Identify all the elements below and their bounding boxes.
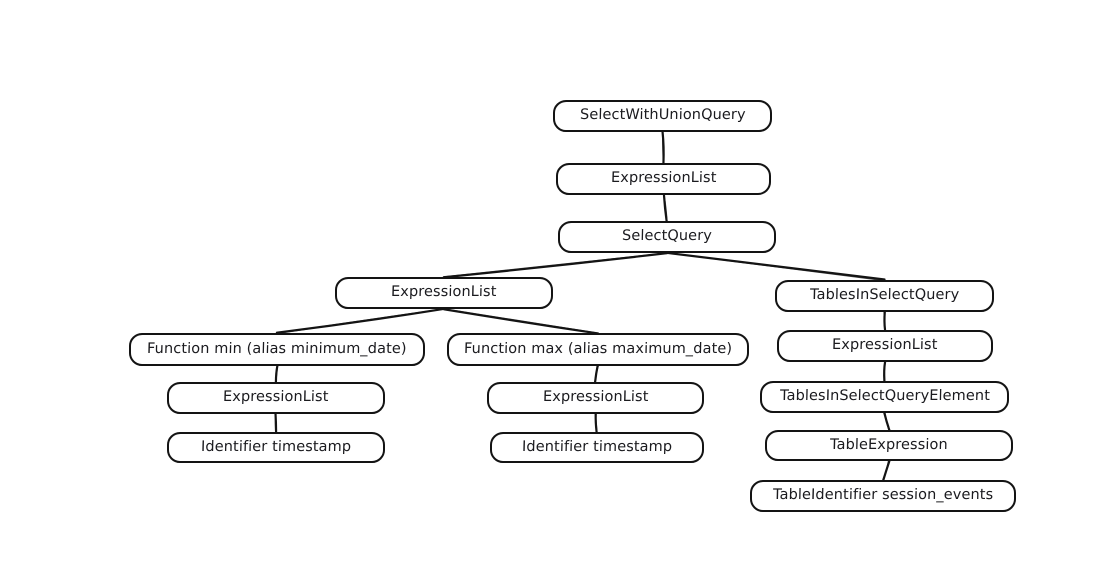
- ast-edge: [662, 194, 668, 223]
- ast-node[interactable]: Function max (alias maximum_date): [447, 333, 749, 366]
- ast-node[interactable]: Identifier timestamp: [490, 432, 704, 463]
- ast-edge: [274, 364, 279, 384]
- ast-node[interactable]: Identifier timestamp: [167, 432, 385, 463]
- ast-node[interactable]: TableIdentifier session_events: [750, 480, 1016, 512]
- ast-node-label: Identifier timestamp: [521, 438, 673, 455]
- ast-node[interactable]: ExpressionList: [335, 277, 553, 309]
- ast-node-label: Function min (alias minimum_date): [146, 340, 408, 357]
- ast-node[interactable]: ExpressionList: [777, 330, 993, 362]
- ast-node-label: ExpressionList: [832, 337, 938, 354]
- ast-node-label: TablesInSelectQuery: [809, 287, 960, 304]
- ast-node-label: Identifier timestamp: [200, 438, 352, 455]
- ast-node[interactable]: SelectQuery: [558, 221, 776, 253]
- ast-node-label: ExpressionList: [391, 284, 497, 301]
- ast-node-label: ExpressionList: [223, 389, 329, 406]
- ast-edge: [594, 412, 598, 433]
- ast-edge: [883, 411, 891, 432]
- ast-edge: [882, 459, 891, 481]
- ast-node[interactable]: TablesInSelectQueryElement: [760, 381, 1009, 413]
- ast-node-label: TableIdentifier session_events: [772, 487, 994, 504]
- ast-edge: [661, 130, 665, 165]
- ast-edge: [275, 307, 446, 335]
- ast-edge: [665, 251, 886, 282]
- ast-node[interactable]: ExpressionList: [167, 382, 385, 414]
- ast-node-label: TablesInSelectQueryElement: [779, 388, 990, 405]
- ast-node[interactable]: TablesInSelectQuery: [775, 280, 994, 312]
- ast-node[interactable]: Function min (alias minimum_date): [129, 333, 425, 366]
- ast-node-label: Function max (alias maximum_date): [463, 340, 733, 357]
- ast-edge: [442, 252, 669, 279]
- ast-node-label: TableExpression: [829, 436, 949, 453]
- ast-node-label: ExpressionList: [542, 389, 649, 406]
- ast-node[interactable]: ExpressionList: [487, 382, 704, 414]
- ast-edge: [442, 308, 600, 335]
- ast-edge: [274, 412, 278, 433]
- ast-node-label: SelectQuery: [621, 228, 713, 245]
- ast-node[interactable]: SelectWithUnionQuery: [553, 100, 772, 132]
- ast-node[interactable]: ExpressionList: [556, 163, 771, 195]
- ast-node[interactable]: TableExpression: [765, 430, 1013, 461]
- ast-node-label: ExpressionList: [610, 170, 717, 187]
- ast-edge: [593, 364, 600, 384]
- ast-edge: [883, 360, 887, 382]
- ast-node-label: SelectWithUnionQuery: [579, 107, 746, 124]
- ast-edge: [883, 310, 887, 331]
